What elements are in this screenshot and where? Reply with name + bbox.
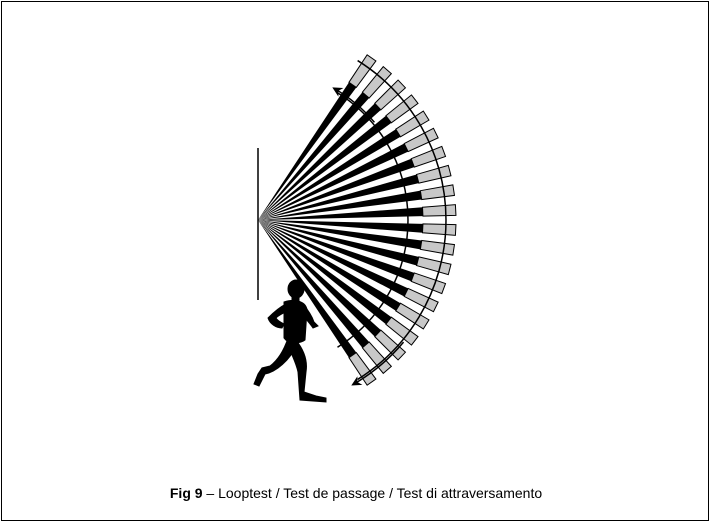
beam-16: [258, 220, 401, 311]
beam-12: [258, 220, 422, 250]
beam-2: [258, 92, 370, 220]
arrow-up-icon: [332, 87, 376, 123]
beam-18: [258, 220, 381, 337]
beam-14: [258, 220, 415, 282]
figure-caption: Fig 9 – Looptest / Test de passage / Tes…: [0, 485, 712, 501]
beam-19: [258, 220, 370, 348]
beam-20: [258, 220, 357, 358]
beam-4: [258, 115, 392, 220]
beam-6: [258, 143, 409, 220]
zone-segment-14: [410, 272, 447, 295]
beam-9: [258, 190, 422, 220]
zone-segment-6: [403, 127, 439, 153]
arrow-down-icon: [351, 341, 405, 386]
inner-arc: [337, 92, 409, 348]
zone-segment-17: [385, 316, 419, 346]
beam-11: [258, 220, 423, 233]
beam-7: [258, 158, 415, 220]
zone-segment-3: [374, 79, 407, 111]
beam-13: [258, 220, 419, 266]
zone-segment-18: [374, 329, 407, 361]
zone-segment-20: [348, 351, 377, 386]
zone-segment-2: [361, 65, 393, 99]
detection-beams: [258, 82, 423, 358]
zone-segment-1: [348, 54, 377, 89]
zone-segment-13: [415, 256, 452, 276]
outer-arc: [357, 59, 447, 381]
beam-5: [258, 129, 401, 220]
beam-8: [258, 174, 419, 220]
zone-segment-8: [415, 164, 452, 184]
zone-segment-12: [419, 239, 456, 256]
running-person-icon: [253, 279, 327, 403]
zone-segment-16: [395, 302, 430, 330]
zone-segment-7: [410, 145, 447, 168]
detection-zone-segments: [348, 54, 457, 386]
beam-15: [258, 220, 409, 297]
zone-segment-15: [403, 287, 439, 313]
zone-segment-9: [419, 184, 456, 201]
beam-3: [258, 103, 381, 220]
zone-segment-19: [361, 341, 393, 375]
figure-caption-text: – Looptest / Test de passage / Test di a…: [202, 485, 543, 501]
beam-10: [258, 207, 423, 220]
zone-segment-5: [395, 110, 430, 138]
beam-1: [258, 82, 357, 220]
beam-17: [258, 220, 392, 325]
zone-segment-10: [421, 204, 457, 217]
zone-segment-4: [385, 94, 419, 124]
zone-segment-11: [421, 223, 457, 236]
figure-label: Fig 9: [169, 485, 203, 501]
